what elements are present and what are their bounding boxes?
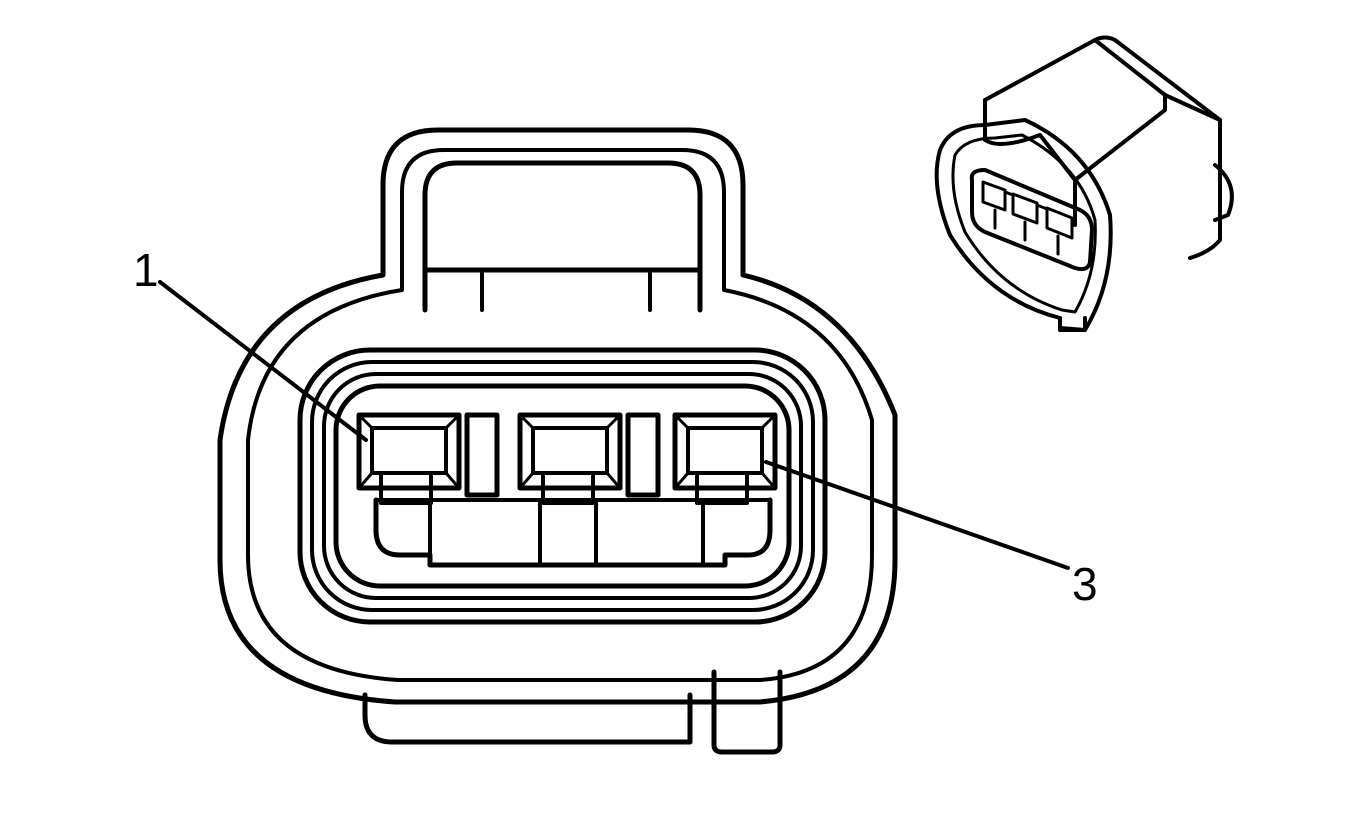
iso-face-inner (951, 133, 1097, 314)
seal-ring-middle (310, 360, 815, 612)
terminal-separator-1 (464, 412, 500, 498)
terminal-pin-1 (356, 412, 462, 505)
callout-leader-1 (158, 280, 368, 442)
locking-tab (711, 669, 783, 755)
iso-latch-block (983, 38, 1222, 227)
terminal-pin-2 (517, 412, 623, 505)
callout-label-1: 1 (133, 244, 159, 296)
latch-window (422, 160, 703, 313)
seal-ring-inner (322, 372, 803, 600)
connector-isometric-view (934, 35, 1234, 332)
seal-ring-outer (297, 347, 828, 625)
terminal-pin-3 (672, 412, 778, 505)
iso-side-stub (1213, 163, 1234, 222)
iso-cavity (969, 168, 1094, 272)
iso-terminals (981, 180, 1074, 256)
cavity-wall (333, 383, 792, 589)
cavity-bottom-channel (373, 497, 773, 568)
callout-label-3: 3 (1072, 558, 1098, 610)
iso-body-top (983, 35, 1222, 260)
housing-inner-outline (246, 148, 874, 682)
callout-leader-3 (764, 460, 1070, 570)
terminal-separator-2 (625, 412, 661, 498)
housing-outer-outline (217, 127, 898, 705)
iso-bottom-tab (1058, 316, 1087, 332)
connector-face-view: 1 3 (133, 127, 1098, 755)
connector-bottom-flange (362, 692, 693, 745)
iso-face-outer (934, 118, 1113, 332)
